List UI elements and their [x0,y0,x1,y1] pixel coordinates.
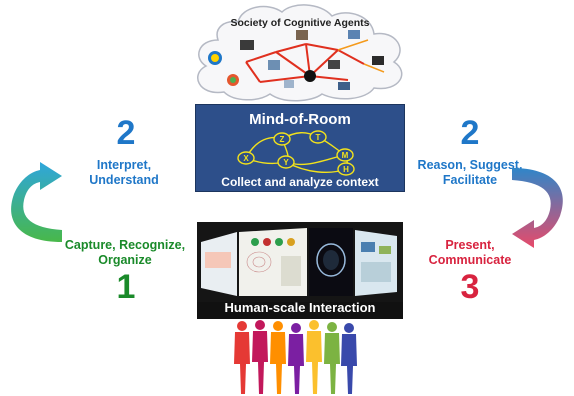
step-number-interpret: 2 [116,114,136,152]
step-label-reason-line2: Facilitate [442,173,498,187]
left-cycle-arrow [11,162,62,242]
node-h: H [343,165,349,174]
node-t: T [316,133,321,142]
step-number-capture: 1 [116,268,136,306]
human-scale-interaction-panel: Human-scale Interaction [197,222,403,319]
step-label-reason-line1: Reason, Suggest, [417,158,523,172]
step-label-capture: Capture, Recognize, Organize [54,238,196,268]
display-wall-image [197,222,403,302]
step-label-interpret-line1: Interpret, [96,158,152,172]
human-scale-interaction-label: Human-scale Interaction [224,300,376,315]
step-number-present: 3 [460,268,480,306]
step-label-interpret: Interpret, Understand [64,158,184,188]
step-label-capture-line1: Capture, Recognize, [64,238,186,252]
agents-cloud [197,4,403,102]
node-x: X [243,154,249,163]
step-label-capture-line2: Organize [98,253,152,267]
step-label-present: Present, Communicate [415,238,525,268]
mind-of-room-title: Mind-of-Room [249,111,351,128]
people-silhouettes [234,320,357,394]
step-number-reason: 2 [460,114,480,152]
step-label-interpret-line2: Understand [89,173,159,187]
node-y: Y [283,158,289,167]
cloud-title: Society of Cognitive Agents [230,17,370,29]
mind-of-room-panel: Mind-of-Room Z T X Y M H Col [195,104,405,192]
context-graph: Z T X Y M H [237,130,355,176]
step-label-present-line1: Present, [445,238,495,252]
node-m: M [342,151,349,160]
node-z: Z [280,135,285,144]
step-label-reason: Reason, Suggest, Facilitate [405,158,535,188]
step-label-present-line2: Communicate [428,253,512,267]
mind-of-room-subtitle: Collect and analyze context [221,175,379,189]
right-cycle-arrow [512,168,563,248]
